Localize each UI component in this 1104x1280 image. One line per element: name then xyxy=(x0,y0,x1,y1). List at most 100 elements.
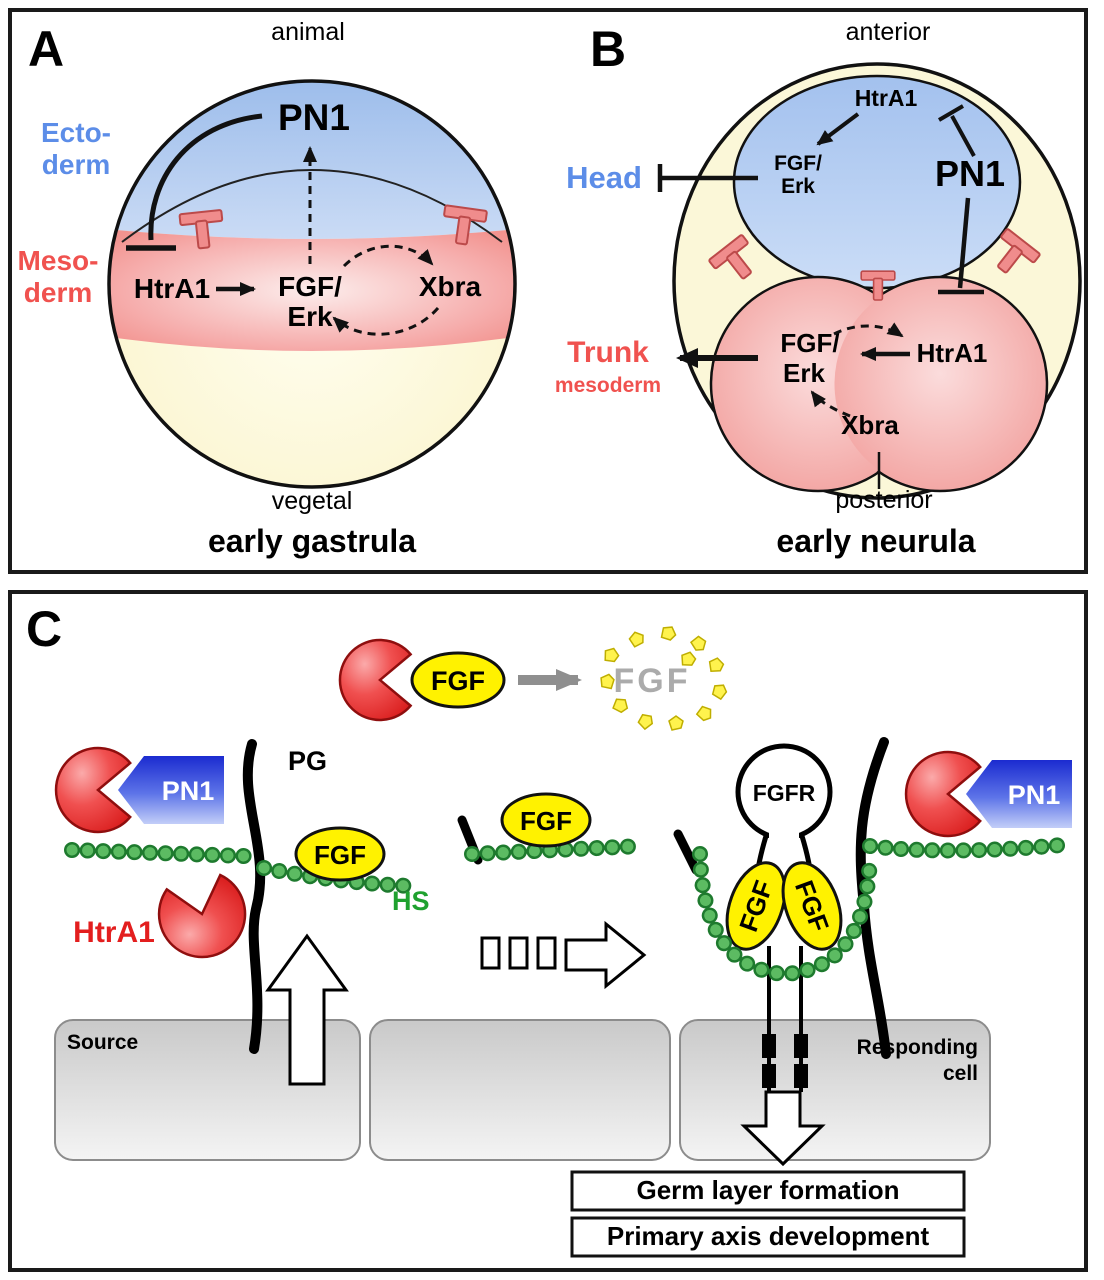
ectoderm-label-line2: derm xyxy=(42,149,110,180)
embryo-outline xyxy=(107,79,517,489)
fgf-fragment xyxy=(681,651,697,666)
diffusion-right-arrow xyxy=(564,920,647,990)
middle-cell xyxy=(369,1019,671,1161)
panel-c-canvas: Source Responding cell C FGF xyxy=(26,601,1080,1258)
outcome-group: Germ layer formation Primary axis develo… xyxy=(570,1170,966,1258)
ectoderm-label-line1: Ecto- xyxy=(41,117,111,148)
fgf-degraded-label: FGF xyxy=(614,662,691,700)
fgfr-opening xyxy=(769,828,799,842)
hs-beads xyxy=(466,840,646,860)
xbra-to-erk-dashed-arrow xyxy=(810,390,851,418)
fgf-trunk-label-line2: Erk xyxy=(783,358,825,388)
panel-c: Source Responding cell C FGF xyxy=(26,601,1080,1258)
hs-chain-right xyxy=(862,836,1080,859)
panels-ab-canvas: A animal PN1 HtrA1 FGF/ Erk Xbra xyxy=(18,18,1082,559)
outcome-label-1: Germ layer formation xyxy=(637,1175,900,1205)
source-side-group: PN1 PG FGF HS HtrA1 xyxy=(54,739,430,1086)
pg-membrane-line xyxy=(242,739,266,1054)
pn1-label: PN1 xyxy=(935,153,1005,194)
xbra-label: Xbra xyxy=(419,271,482,302)
fgf-fragment xyxy=(668,715,684,731)
fgf-fragment xyxy=(708,657,725,672)
outcome-box-1 xyxy=(570,1170,966,1212)
kinase-domain xyxy=(762,1064,776,1088)
mesoderm-label-line2: derm xyxy=(24,277,92,308)
fgf-ligand-icon xyxy=(410,651,506,709)
posterior-pole-label: posterior xyxy=(835,486,932,514)
panel-a-label: A xyxy=(28,21,64,77)
outcome-label-2: Primary axis development xyxy=(607,1221,930,1251)
fgf-bound-label: FGF xyxy=(314,840,366,870)
panel-a: A animal PN1 HtrA1 FGF/ Erk Xbra xyxy=(18,18,517,559)
panel-b-caption: early neurula xyxy=(776,523,975,559)
hs-beads xyxy=(862,836,1080,859)
pn1-inhibits-htra1-line xyxy=(950,115,976,157)
lower-panel-box: Source Responding cell C FGF xyxy=(8,590,1088,1272)
panel-a-caption: early gastrula xyxy=(208,523,416,559)
fgf-fragment xyxy=(604,647,620,663)
hs-beads xyxy=(692,846,878,983)
fgf-fragment xyxy=(612,698,629,714)
hs-beads xyxy=(66,844,250,862)
responding-side-group: FGFR FGF FGF xyxy=(673,737,1080,1167)
hs-chain-left xyxy=(64,842,252,864)
htra1-free-icon xyxy=(157,873,247,959)
htra1-protease-icon-left xyxy=(54,746,132,834)
fgf-fragments xyxy=(600,626,728,731)
diffusion-step-3 xyxy=(536,936,557,970)
fgf-dashed-loop-arrow xyxy=(833,322,904,338)
fgf-fragment xyxy=(600,673,615,690)
fgf-trunk-label-line1: FGF/ xyxy=(780,328,839,358)
fgf-fragment xyxy=(689,635,707,651)
pn1-inhibits-htra1-tbar xyxy=(937,104,965,122)
trunk-lobe-right-fill xyxy=(834,278,1046,490)
mesoderm-label-line1: Meso- xyxy=(18,245,99,276)
diffusion-step-2 xyxy=(508,936,529,970)
outcome-box-2 xyxy=(570,1216,966,1258)
panel-b-label: B xyxy=(590,21,626,77)
pn1-inhibits-htra1-line xyxy=(148,113,263,241)
mesoderm-region xyxy=(108,230,516,351)
pg-fragment-line-right xyxy=(673,829,701,875)
source-cell xyxy=(54,1019,361,1161)
fgfr-label: FGFR xyxy=(753,780,816,806)
responding-cell-label-line2: cell xyxy=(943,1062,978,1085)
pg-label: PG xyxy=(288,746,327,776)
vegetal-pole-label: vegetal xyxy=(272,487,353,515)
pn1-inhibits-trunk-line xyxy=(957,197,971,289)
htra1-to-fgf-head-arrow xyxy=(816,112,860,146)
hs-chain-middle xyxy=(464,838,648,862)
upper-panel-box: A animal PN1 HtrA1 FGF/ Erk Xbra xyxy=(8,8,1088,574)
pn1-serpin-box-right xyxy=(966,760,1072,828)
kinase-domain xyxy=(794,1034,808,1058)
fgf-fragment xyxy=(637,713,654,731)
source-cell-label: Source xyxy=(67,1031,138,1054)
fgf-fragment xyxy=(628,631,644,648)
fgf-head-label-line2: Erk xyxy=(781,175,815,198)
fgf-released-icon xyxy=(500,792,592,848)
fgf-fragment xyxy=(711,684,728,701)
trunk-label-line1: Trunk xyxy=(567,336,649,369)
kinase-domain xyxy=(794,1064,808,1088)
htra1-protease-icon xyxy=(338,638,413,722)
pn1-label: PN1 xyxy=(278,97,350,138)
htra1-protease-icon-right xyxy=(904,750,982,838)
signal-down-arrow xyxy=(740,1090,826,1167)
fgf-dimer-right-icon xyxy=(781,861,843,951)
htra1-head-label: HtrA1 xyxy=(855,85,918,111)
xbra-label: Xbra xyxy=(841,410,899,440)
fgf-to-xbra-dashed-arrow xyxy=(342,244,434,268)
pn1-serpin-box-left xyxy=(118,756,224,824)
pn1-left-label: PN1 xyxy=(162,776,215,806)
diffusion-step-1 xyxy=(480,936,501,970)
fgf-fragment xyxy=(660,626,677,641)
panel-b: B anterior HtrA1 FGF/ Erk PN1 xyxy=(555,18,1082,559)
panel-c-label: C xyxy=(26,601,62,657)
fgf-ligand-label: FGF xyxy=(431,666,485,696)
hs-chain-receptor xyxy=(692,846,878,983)
responding-cell-label-line1: Responding xyxy=(857,1036,978,1059)
pn1-right-label: PN1 xyxy=(1008,780,1061,810)
anterior-pole-label: anterior xyxy=(846,18,931,46)
release-up-arrow xyxy=(265,933,349,1086)
